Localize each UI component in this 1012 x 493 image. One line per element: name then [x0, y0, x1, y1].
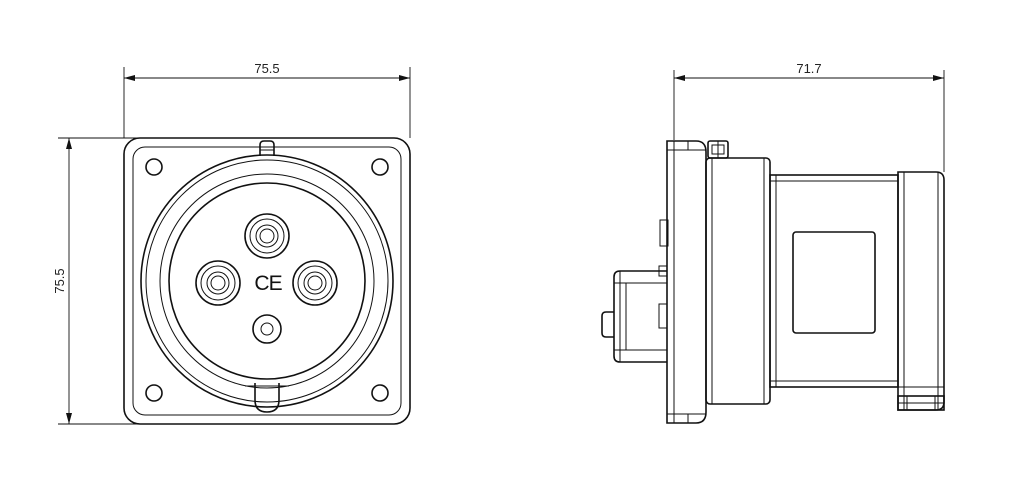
mounting-hole [371, 384, 389, 402]
side-flange [666, 140, 707, 424]
top-latch [707, 140, 729, 159]
rear-body [769, 174, 899, 388]
side-view: 71.7 [601, 61, 945, 424]
mounting-hole [145, 158, 163, 176]
top-key-notch [259, 140, 275, 156]
side-length-dimension: 71.7 [673, 61, 945, 172]
front-width-dimension: 75.5 [123, 61, 411, 138]
front-view: 75.5 75.5 [52, 61, 411, 425]
mounting-hole [145, 384, 163, 402]
contact-right [292, 260, 338, 306]
mounting-flange-inner [132, 146, 402, 416]
front-height-label: 75.5 [52, 268, 67, 293]
side-length-label: 71.7 [796, 61, 821, 76]
socket-ring-2 [145, 159, 389, 403]
socket-ring-3 [159, 173, 375, 389]
hinged-cover [601, 265, 668, 363]
label-window [792, 231, 876, 334]
ce-mark: CE [254, 272, 282, 295]
bottom-keyway [254, 383, 280, 413]
rear-cap [897, 171, 945, 411]
socket-face [168, 182, 366, 380]
socket-outer-ring [140, 154, 394, 408]
mounting-flange [123, 137, 411, 425]
front-width-label: 75.5 [254, 61, 279, 76]
front-height-dimension: 75.5 [52, 137, 150, 425]
contact-left [195, 260, 241, 306]
mounting-hole [371, 158, 389, 176]
contact-bottom-pilot [252, 314, 282, 344]
contact-top [244, 213, 290, 259]
mounting-holes [145, 158, 389, 402]
rear-clip [897, 386, 945, 411]
housing-step [705, 157, 771, 405]
